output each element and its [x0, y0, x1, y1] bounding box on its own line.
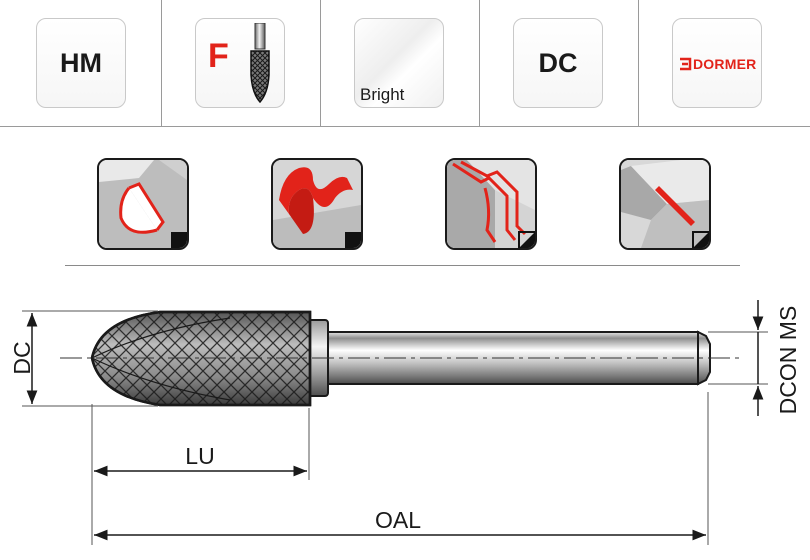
dc-dimension-label: DC [9, 341, 35, 374]
dormer-logo-icon [680, 57, 692, 71]
finish-tile: Bright [354, 18, 444, 108]
header-separator [161, 0, 162, 127]
dc-label: DC [538, 48, 578, 78]
header-separator [638, 0, 639, 127]
header-bottom-rule [0, 126, 810, 127]
operation-groove-icon [445, 158, 537, 250]
material-tile: HM [36, 18, 126, 108]
material-label: HM [60, 48, 102, 78]
operation-radius-icon [97, 158, 189, 250]
shape-tile: F [195, 18, 285, 108]
brand-tile: DORMER [672, 18, 762, 108]
operations-bottom-rule [65, 265, 740, 266]
header-separator [479, 0, 480, 127]
dcon-dimension-label: DCON MS [775, 306, 801, 415]
oal-dimension-label: OAL [375, 507, 421, 533]
header-separator [320, 0, 321, 127]
dc-tile: DC [513, 18, 603, 108]
finish-label: Bright [360, 85, 405, 104]
flame-burr-icon [250, 23, 270, 104]
shape-letter: F [208, 37, 229, 75]
operation-contour-icon [271, 158, 363, 250]
brand-label: DORMER [693, 56, 757, 72]
operation-chamfer-icon [619, 158, 711, 250]
lu-dimension-label: LU [185, 443, 214, 469]
shank-end-chamfer [697, 330, 711, 386]
